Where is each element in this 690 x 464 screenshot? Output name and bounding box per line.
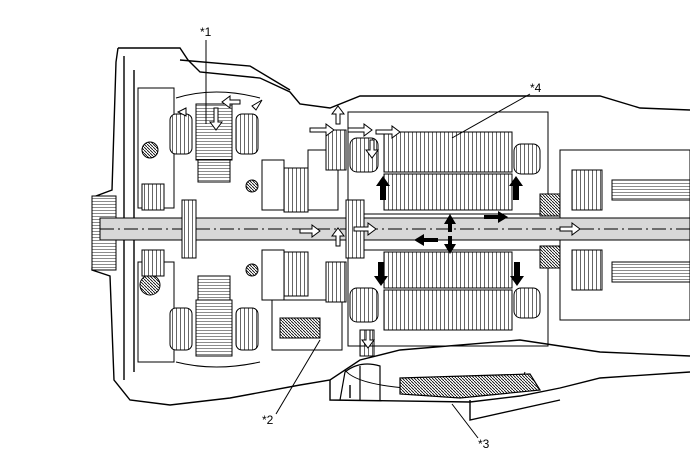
main-shaft <box>99 199 690 259</box>
oil-pan <box>339 363 542 401</box>
planetary-gear-set <box>245 129 375 357</box>
motor-generator-2 <box>347 111 549 347</box>
motor-generator-1 <box>169 91 261 368</box>
callout-leaders <box>205 40 531 439</box>
callout-4-label: *4 <box>530 81 542 95</box>
transmission-housing <box>91 47 690 421</box>
callout-1-label: *1 <box>200 25 212 39</box>
solid-flow-arrows <box>374 176 524 286</box>
callout-3-label: *3 <box>478 437 490 451</box>
callout-2-label: *2 <box>262 413 274 427</box>
fluid-flow-arrows <box>176 95 581 349</box>
